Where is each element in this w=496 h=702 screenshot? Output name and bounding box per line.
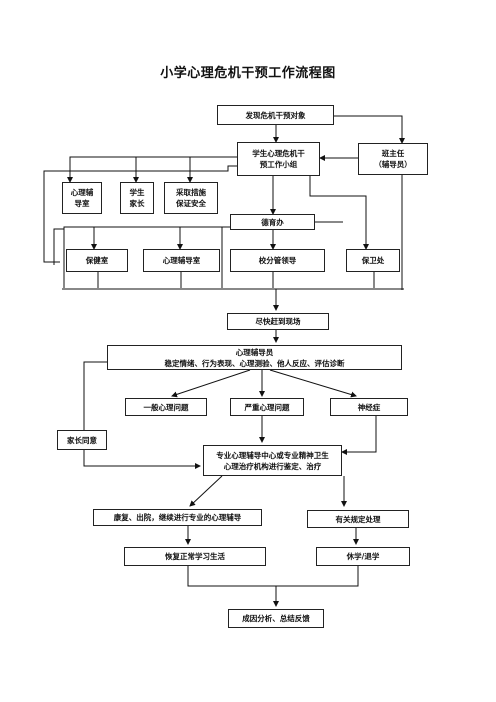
safety-measures-box: 采取措施 保证安全 <box>164 182 218 214</box>
analysis-box: 成因分析、总结反馈 <box>228 609 324 628</box>
counselor-box: 心理辅导员 稳定情绪、行为表现、心理测验、他人反应、评估诊断 <box>107 345 402 370</box>
security-box: 保卫处 <box>346 249 400 272</box>
page-title: 小学心理危机干预工作流程图 <box>160 66 336 81</box>
professional-line1: 专业心理辅导中心或专业精神卫生 <box>216 450 329 460</box>
principal-box: 校分管领导 <box>230 249 325 272</box>
moral-office-box: 德育办 <box>230 214 315 230</box>
general-issue-box: 一般心理问题 <box>125 398 207 416</box>
clinic-box: 保健室 <box>66 249 128 272</box>
recover-continue-box: 康复、出院，继续进行专业的心理辅导 <box>93 509 262 526</box>
student-parents-box: 学生 家长 <box>120 182 154 214</box>
counselor-title: 心理辅导员 <box>235 347 274 357</box>
professional-line2: 心理治疗机构进行鉴定、治疗 <box>223 461 322 471</box>
parent-consent-box: 家长同意 <box>57 430 107 450</box>
severe-issue-box: 严重心理问题 <box>230 398 304 416</box>
safety-measures-line1: 采取措施 <box>176 188 206 197</box>
counsel-room-small-box: 心理辅 导室 <box>62 182 102 214</box>
neurosis-box: 神经症 <box>330 398 408 416</box>
crisis-team-line2: 预工作小组 <box>259 160 298 169</box>
safety-measures-line2: 保证安全 <box>176 199 206 208</box>
rush-scene-box: 尽快赶到现场 <box>227 313 329 330</box>
counsel-room-box: 心理辅导室 <box>143 249 220 272</box>
crisis-team-box: 学生心理危机干 预工作小组 <box>237 142 320 176</box>
professional-center-box: 专业心理辅导中心或专业精神卫生 心理治疗机构进行鉴定、治疗 <box>203 445 342 476</box>
crisis-team-line1: 学生心理危机干 <box>252 149 305 158</box>
head-teacher-line2: （辅导员） <box>374 160 412 169</box>
head-teacher-line1: 班主任 <box>381 149 405 158</box>
student-parents-line2: 家长 <box>129 199 145 208</box>
student-parents-line1: 学生 <box>129 188 145 197</box>
head-teacher-box: 班主任 （辅导员） <box>358 143 428 175</box>
counsel-room-small-line1: 心理辅 <box>70 188 94 197</box>
resume-study-box: 恢复正常学习生活 <box>124 547 266 566</box>
counsel-room-small-line2: 导室 <box>74 199 90 208</box>
discover-target-box: 发现危机干预对象 <box>217 105 334 125</box>
regulation-box: 有关规定处理 <box>307 510 409 528</box>
counselor-desc: 稳定情绪、行为表现、心理测验、他人反应、评估诊断 <box>164 358 345 368</box>
suspend-box: 休学/退学 <box>316 547 410 566</box>
